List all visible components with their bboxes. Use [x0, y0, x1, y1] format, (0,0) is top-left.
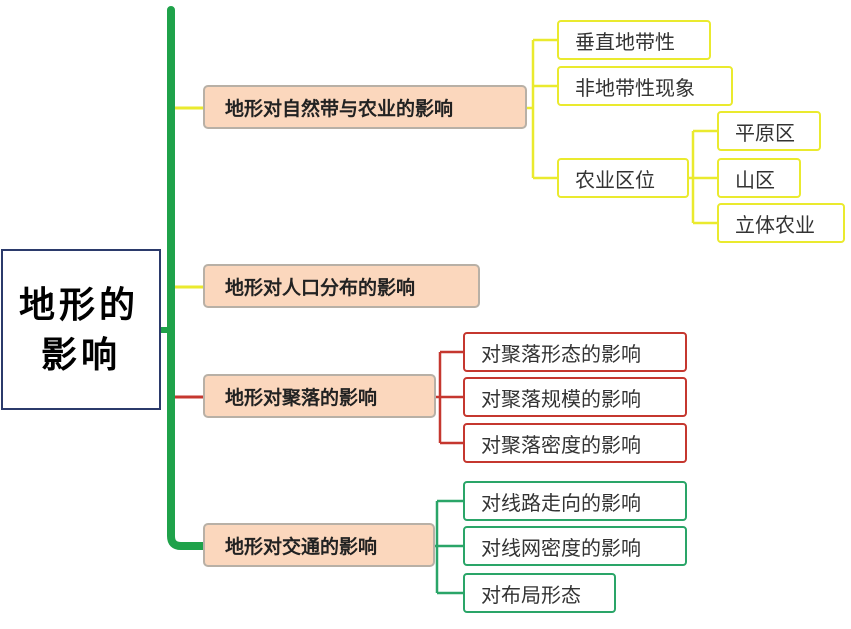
leaf-settlement-form: 对聚落形态的影响	[463, 332, 687, 372]
branch3-bracket	[436, 350, 463, 445]
sub-bracket	[689, 129, 717, 225]
leaf-route-direction: 对线路走向的影响	[463, 481, 687, 521]
branch4-bracket	[435, 499, 463, 595]
leaf-plain: 平原区	[717, 111, 821, 151]
leaf-tiered-agri: 立体农业	[717, 203, 845, 243]
leaf-settlement-density: 对聚落密度的影响	[463, 423, 687, 463]
leaf-network-density: 对线网密度的影响	[463, 526, 687, 566]
root-node: 地形的 影响	[1, 249, 161, 410]
branch1-bracket	[527, 38, 557, 180]
leaf-layout-form: 对布局形态	[463, 573, 616, 613]
branch-nature-agriculture: 地形对自然带与农业的影响	[203, 85, 527, 129]
branch-transport: 地形对交通的影响	[203, 523, 435, 567]
leaf-settlement-scale: 对聚落规模的影响	[463, 377, 687, 417]
root-line1: 地形的	[19, 283, 140, 326]
leaf-mountain: 山区	[717, 158, 801, 198]
root-line2: 影响	[41, 333, 122, 376]
branch-population: 地形对人口分布的影响	[203, 264, 480, 308]
leaf-vertical-zonality: 垂直地带性	[557, 20, 711, 60]
leaf-agri-location: 农业区位	[557, 158, 689, 198]
leaf-azonal: 非地带性现象	[557, 66, 733, 106]
spine-line	[167, 6, 209, 550]
branch-settlement: 地形对聚落的影响	[203, 374, 436, 418]
